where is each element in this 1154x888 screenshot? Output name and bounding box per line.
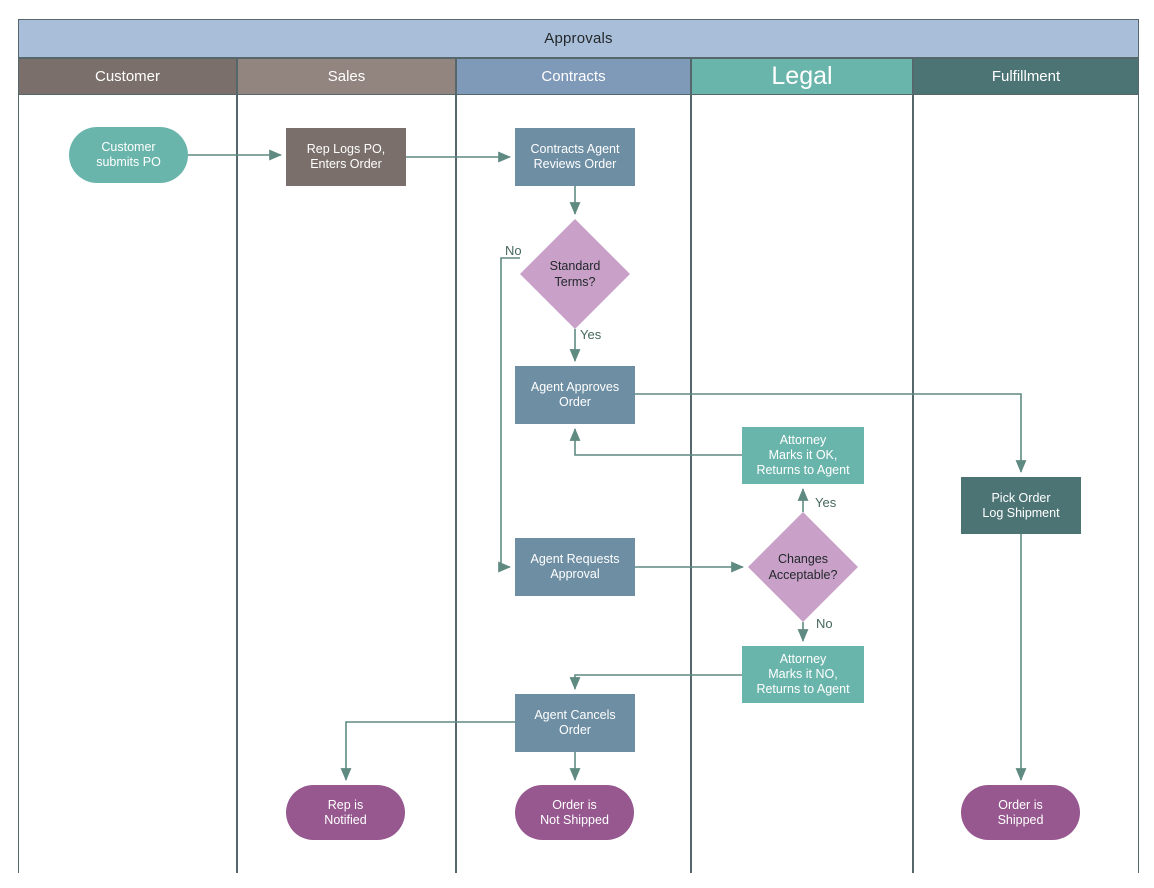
lane-header-label: Legal bbox=[771, 62, 833, 90]
edge-label-no-changes: No bbox=[816, 616, 833, 631]
lane-header-contracts[interactable]: Contracts bbox=[456, 58, 691, 95]
edge-label-yes-changes: Yes bbox=[815, 495, 837, 510]
lane-body-sales bbox=[237, 95, 456, 873]
node-label: Rep Logs PO,Enters Order bbox=[306, 142, 386, 171]
lane-header-label: Customer bbox=[94, 68, 161, 85]
lane-body-contracts bbox=[456, 95, 691, 873]
lane-body-customer bbox=[18, 95, 237, 873]
edge-label-no-standard-terms: No bbox=[505, 243, 522, 258]
node-rep-logs-po-enters-order[interactable]: Rep Logs PO,Enters Order bbox=[286, 128, 406, 186]
lane-header-fulfillment[interactable]: Fulfillment bbox=[913, 58, 1139, 95]
lane-header-label: Fulfillment bbox=[991, 68, 1061, 85]
lane-header-legal[interactable]: Legal bbox=[691, 58, 913, 95]
pool-title: Approvals bbox=[18, 19, 1139, 58]
lane-header-sales[interactable]: Sales bbox=[237, 58, 456, 95]
edge-label-yes-standard-terms: Yes bbox=[580, 327, 602, 342]
lane-header-label: Contracts bbox=[541, 68, 606, 85]
lane-header-label: Sales bbox=[327, 68, 366, 85]
lane-header-customer[interactable]: Customer bbox=[18, 58, 237, 95]
lane-body-legal bbox=[691, 95, 913, 873]
